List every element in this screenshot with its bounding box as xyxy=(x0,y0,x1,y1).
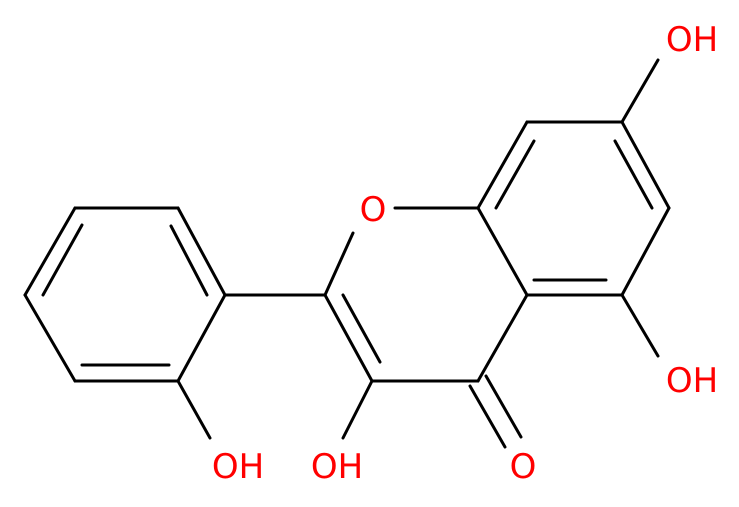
bond-c3p-c4p xyxy=(23,293,77,383)
atom-labels: OH O OH OH OH O xyxy=(212,20,718,487)
atom-label-oh-2prime: OH xyxy=(212,447,264,487)
bond-c4-c4a xyxy=(476,293,529,383)
bond-c1p-c2p xyxy=(176,293,227,383)
bond-c6p-c1p xyxy=(176,206,227,297)
bond-c4p-c5p-inner xyxy=(41,223,84,297)
bond-o1-c2 xyxy=(323,231,355,297)
bond-c2-c3-inner xyxy=(341,293,382,364)
bond-c4a-c8a xyxy=(476,206,529,297)
bond-c8a-c8 xyxy=(476,120,529,210)
bond-c6-c5 xyxy=(620,206,671,297)
bond-c7-c6 xyxy=(620,120,671,210)
atom-label-oh-5: OH xyxy=(666,361,718,401)
bond-c5-oh xyxy=(620,293,660,358)
bond-c4p-c5p xyxy=(23,206,77,297)
bond-c7-oh xyxy=(620,58,660,124)
bond-c8a-c8-inner xyxy=(494,139,536,210)
bond-c7-c6-inner xyxy=(613,139,654,210)
bond-c2-c3 xyxy=(323,293,374,383)
atom-label-carbonyl-oxygen: O xyxy=(510,447,537,487)
bond-c6p-c1p-inner xyxy=(169,224,209,297)
atom-label-oh-3: OH xyxy=(311,447,363,487)
atom-label-ring-oxygen: O xyxy=(360,190,387,230)
bond-c2p-oh xyxy=(176,379,212,440)
bond-c3-oh xyxy=(341,379,374,440)
bond-c4-o-a xyxy=(468,384,507,449)
bonds xyxy=(23,58,671,449)
bond-c4-o-b xyxy=(484,374,523,439)
atom-label-oh-7: OH xyxy=(666,20,718,60)
